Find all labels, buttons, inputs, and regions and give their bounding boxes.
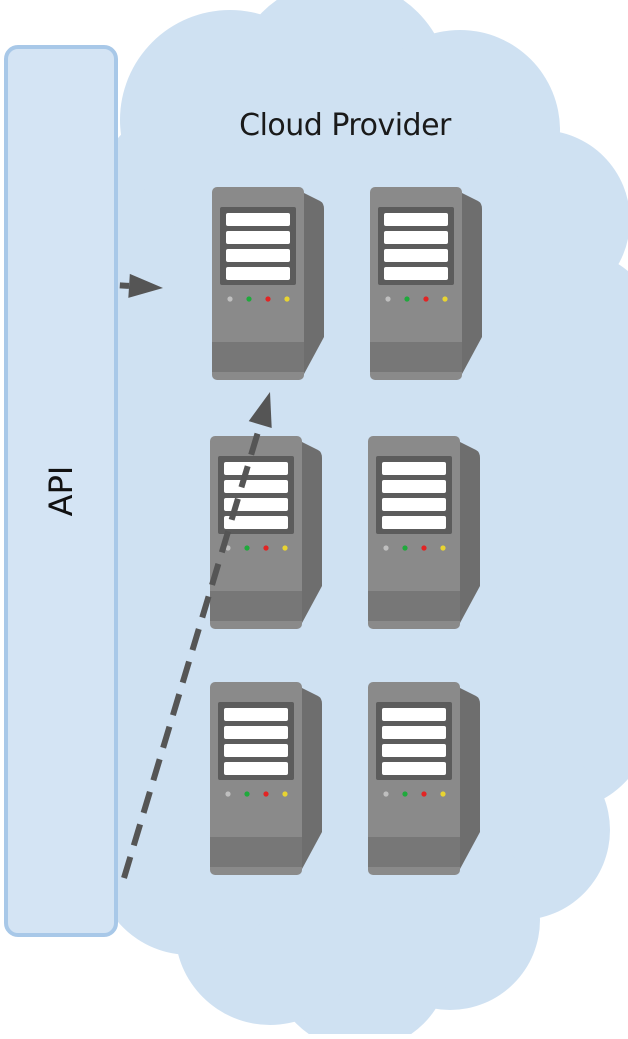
- status-led: [284, 296, 290, 302]
- status-led: [423, 296, 429, 302]
- drive-bay: [382, 462, 446, 475]
- server-group: [210, 187, 482, 875]
- drive-bay: [226, 231, 290, 244]
- server-base: [210, 591, 302, 621]
- server-drive-panel: [220, 207, 296, 285]
- drive-bay: [384, 249, 448, 262]
- server-drive-panel: [218, 456, 294, 534]
- cloud-shape: [65, 0, 628, 1039]
- status-led: [282, 545, 288, 551]
- drive-bay: [224, 480, 288, 493]
- server-side-panel: [462, 193, 482, 374]
- status-led: [225, 791, 231, 797]
- status-led: [244, 545, 250, 551]
- drive-bay: [384, 231, 448, 244]
- status-led: [227, 296, 233, 302]
- server-side-panel: [460, 442, 480, 623]
- status-led: [440, 545, 446, 551]
- drive-bay: [224, 726, 288, 739]
- status-led: [263, 545, 269, 551]
- server-tower-icon: [370, 187, 482, 380]
- drive-bay: [226, 249, 290, 262]
- status-led: [383, 545, 389, 551]
- cloud-provider-label: Cloud Provider: [239, 108, 451, 143]
- server-tower-icon: [368, 436, 480, 629]
- status-led: [244, 791, 250, 797]
- server-drive-panel: [376, 702, 452, 780]
- drive-bay: [382, 726, 446, 739]
- status-led: [385, 296, 391, 302]
- status-led: [421, 791, 427, 797]
- status-led: [246, 296, 252, 302]
- status-led: [404, 296, 410, 302]
- drive-bay: [382, 708, 446, 721]
- drive-bay: [224, 516, 288, 529]
- server-base: [212, 342, 304, 372]
- api-label: API: [42, 465, 80, 517]
- status-led: [402, 791, 408, 797]
- status-led: [440, 791, 446, 797]
- drive-bay: [382, 762, 446, 775]
- server-base: [368, 837, 460, 867]
- drive-bay: [224, 762, 288, 775]
- status-led: [442, 296, 448, 302]
- drive-bay: [224, 708, 288, 721]
- status-led: [421, 545, 427, 551]
- server-side-panel: [302, 688, 322, 869]
- server-side-panel: [460, 688, 480, 869]
- api-panel[interactable]: [4, 45, 118, 937]
- drive-bay: [384, 267, 448, 280]
- drive-bay: [382, 744, 446, 757]
- server-side-panel: [302, 442, 322, 623]
- server-drive-panel: [376, 456, 452, 534]
- server-tower-icon: [210, 436, 322, 629]
- drive-bay: [384, 213, 448, 226]
- server-drive-panel: [378, 207, 454, 285]
- server-to-server-arrow: [121, 392, 272, 879]
- arrow-head: [248, 392, 272, 429]
- drive-bay: [226, 267, 290, 280]
- server-tower-icon: [368, 682, 480, 875]
- drive-bay: [226, 213, 290, 226]
- drive-bay: [382, 498, 446, 511]
- server-tower-icon: [212, 187, 324, 380]
- server-base: [210, 837, 302, 867]
- arrow-head: [128, 273, 163, 298]
- status-led: [225, 545, 231, 551]
- drive-bay: [382, 516, 446, 529]
- server-drive-panel: [218, 702, 294, 780]
- server-side-panel: [304, 193, 324, 374]
- status-led: [383, 791, 389, 797]
- status-led: [402, 545, 408, 551]
- server-base: [370, 342, 462, 372]
- status-led: [265, 296, 271, 302]
- arrow-shaft: [121, 423, 264, 879]
- server-tower-icon: [210, 682, 322, 875]
- status-led: [282, 791, 288, 797]
- server-base: [368, 591, 460, 621]
- drive-bay: [224, 744, 288, 757]
- status-led: [263, 791, 269, 797]
- drive-bay: [224, 462, 288, 475]
- drive-bay: [382, 480, 446, 493]
